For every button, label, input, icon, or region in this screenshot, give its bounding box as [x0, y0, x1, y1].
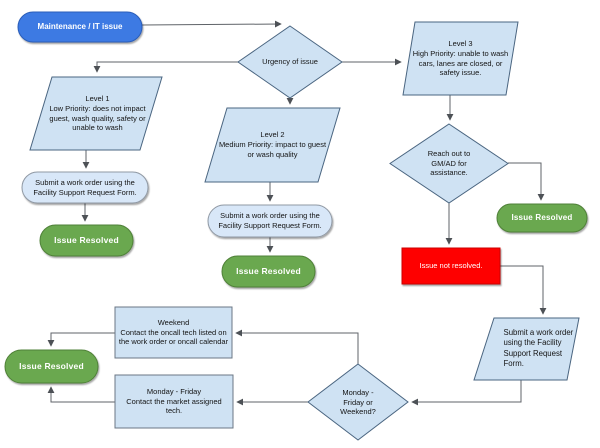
weekday-decision-label-box: Monday - Friday or Weekend? — [308, 364, 408, 441]
submit-workorder-level1-shape — [21, 171, 149, 204]
monday-contact-shape — [114, 374, 234, 429]
gmad-decision-label: Reach out to GM/AD for assistance. — [427, 148, 471, 178]
issue-resolved-3-label-box: Issue Resolved — [497, 204, 587, 232]
monday-contact-body: Contact the market assigned tech. — [126, 396, 222, 416]
edge-notresolved-to-submithigh — [500, 265, 547, 315]
issue-not-resolved-label-box: Issue not resolved. — [402, 248, 500, 284]
edge-weekend-to-resolved4 — [47, 332, 115, 347]
edge-gmad-to-resolved3 — [508, 162, 545, 201]
issue-resolved-4-label-box: Issue Resolved — [5, 350, 98, 383]
urgency-decision-label-box: Urgency of issue — [238, 26, 342, 98]
weekend-contact-title: Weekend — [157, 317, 190, 327]
submit-workorder-level2-label: Submit a work order using the Facility S… — [218, 211, 322, 230]
urgency-decision-label: Urgency of issue — [262, 57, 318, 67]
start-node-label-box: Maintenance / IT issue — [18, 12, 142, 42]
issue-resolved-3-label: Issue Resolved — [511, 212, 573, 222]
edge-urgency-to-level1 — [93, 61, 238, 73]
weekend-contact-body: Contact the oncall tech listed on the wo… — [118, 327, 229, 347]
edge-submithigh-to-weekday — [411, 380, 522, 406]
urgency-decision-shape — [237, 25, 343, 99]
level1-body: Low Priority: does not impact guest, was… — [49, 103, 146, 133]
level1-shape — [29, 76, 163, 151]
issue-resolved-1-label-box: Issue Resolved — [40, 225, 133, 256]
issue-resolved-1-label: Issue Resolved — [54, 234, 119, 245]
issue-resolved-1-shape — [39, 224, 134, 257]
level2-label-box: Level 2 Medium Priority: impact to guest… — [205, 108, 340, 182]
edge-start-to-urgency — [141, 20, 282, 28]
level1-label-box: Level 1 Low Priority: does not impact gu… — [30, 77, 165, 150]
issue-resolved-2-shape — [221, 255, 316, 288]
issue-not-resolved-label: Issue not resolved. — [419, 261, 483, 271]
issue-resolved-2-label-box: Issue Resolved — [222, 256, 315, 287]
gmad-decision-shape — [389, 123, 509, 204]
issue-resolved-4-shape — [4, 349, 99, 384]
monday-contact-label-box: Monday - Friday Contact the market assig… — [115, 375, 233, 428]
monday-contact-title: Monday - Friday — [146, 386, 202, 396]
issue-resolved-2-label: Issue Resolved — [236, 265, 301, 276]
level3-shape — [402, 21, 519, 96]
level3-label-box: Level 3 High Priority: unable to wash ca… — [403, 22, 518, 95]
start-node-label: Maintenance / IT issue — [37, 21, 123, 31]
issue-resolved-3-shape — [496, 203, 588, 233]
submit-workorder-high-shape — [473, 317, 580, 381]
submit-workorder-level2-shape — [207, 204, 333, 238]
issue-resolved-4-label: Issue Resolved — [19, 360, 84, 371]
weekday-decision-shape — [307, 363, 409, 441]
submit-workorder-level1-label-box: Submit a work order using the Facility S… — [22, 172, 148, 203]
level3-body: High Priority: unable to wash cars, lane… — [412, 48, 509, 78]
level2-title: Level 2 — [260, 130, 285, 140]
level1-title: Level 1 — [85, 94, 110, 103]
submit-workorder-high-label-box: Submit a work order using the Facility S… — [474, 318, 587, 379]
weekend-contact-shape — [114, 306, 233, 359]
submit-workorder-level2-label-box: Submit a work order using the Facility S… — [208, 205, 332, 237]
submit-workorder-high-label: Submit a work order using the Facility S… — [503, 328, 574, 368]
weekend-contact-label-box: Weekend Contact the oncall tech listed o… — [115, 307, 232, 358]
submit-workorder-level1-label: Submit a work order using the Facility S… — [33, 177, 137, 197]
issue-not-resolved-shape — [401, 247, 501, 285]
gmad-decision-label-box: Reach out to GM/AD for assistance. — [390, 124, 508, 203]
edge-weekday-to-weekend — [235, 329, 359, 364]
level3-title: Level 3 — [448, 39, 473, 48]
start-node-shape — [17, 11, 143, 43]
level2-shape — [204, 107, 341, 183]
level2-body: Medium Priority: impact to guest or wash… — [218, 140, 327, 159]
edge-monday-to-resolved4 — [47, 386, 115, 403]
weekday-decision-label: Monday - Friday or Weekend? — [340, 387, 376, 417]
